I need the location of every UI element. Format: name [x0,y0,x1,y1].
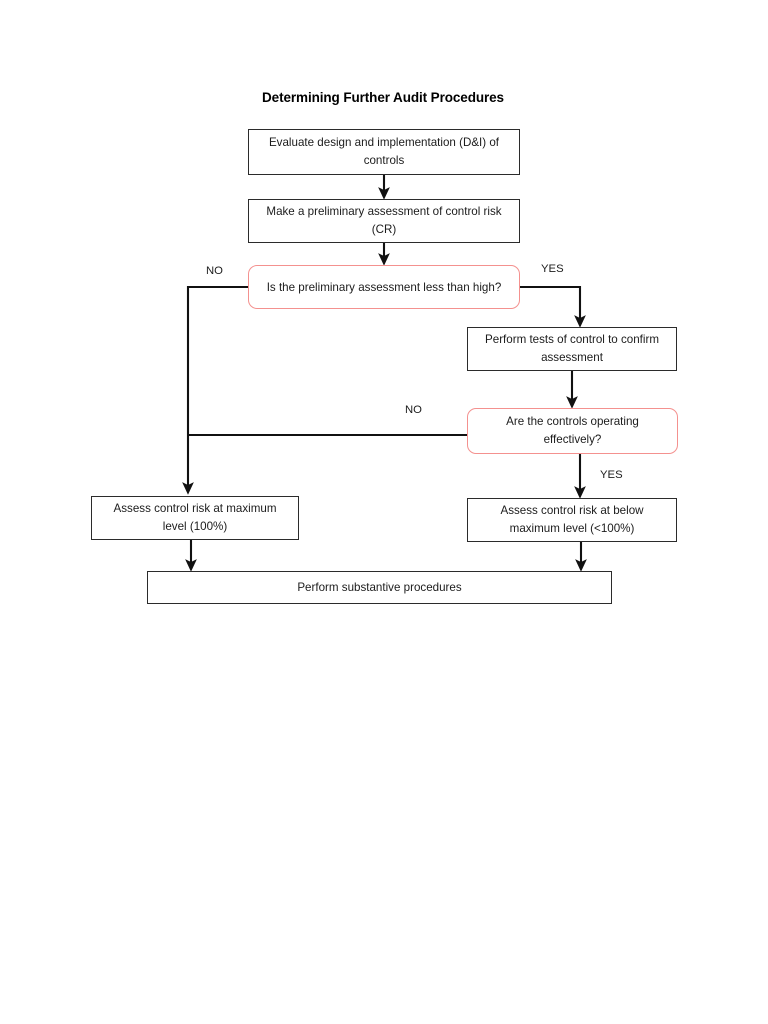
node-decision-preliminary-less-than-high: Is the preliminary assessment less than … [248,265,520,309]
node-assess-control-risk-below-maximum: Assess control risk at below maximum lev… [467,498,677,542]
node-assess-control-risk-maximum: Assess control risk at maximum level (10… [91,496,299,540]
edge-decision-1-yes [520,285,586,328]
node-label: Perform tests of control to confirm asse… [485,333,659,364]
node-label: Are the controls operating effectively? [506,415,639,446]
node-label: Evaluate design and implementation (D&I)… [268,136,500,167]
edge-label-yes-decision-2: YES [600,469,623,481]
node-label: Is the preliminary assessment less than … [266,281,502,295]
edge-label-yes-decision-1: YES [541,263,564,275]
edge-label-no-decision-2: NO [405,404,422,416]
node-perform-substantive-procedures: Perform substantive procedures [147,571,612,604]
edge-label-no-decision-1: NO [206,265,223,277]
node-label: Assess control risk at below maximum lev… [500,504,644,535]
node-label: Make a preliminary assessment of control… [266,205,502,236]
edge-decision-1-no [182,285,248,495]
node-perform-tests-of-control: Perform tests of control to confirm asse… [467,327,677,371]
node-decision-controls-operating-effectively: Are the controls operating effectively? [467,408,678,454]
page-title: Determining Further Audit Procedures [262,90,504,105]
node-preliminary-assessment: Make a preliminary assessment of control… [248,199,520,243]
node-label: Assess control risk at maximum level (10… [113,502,277,533]
node-evaluate-design-implementation: Evaluate design and implementation (D&I)… [248,129,520,175]
node-label: Perform substantive procedures [297,580,462,594]
